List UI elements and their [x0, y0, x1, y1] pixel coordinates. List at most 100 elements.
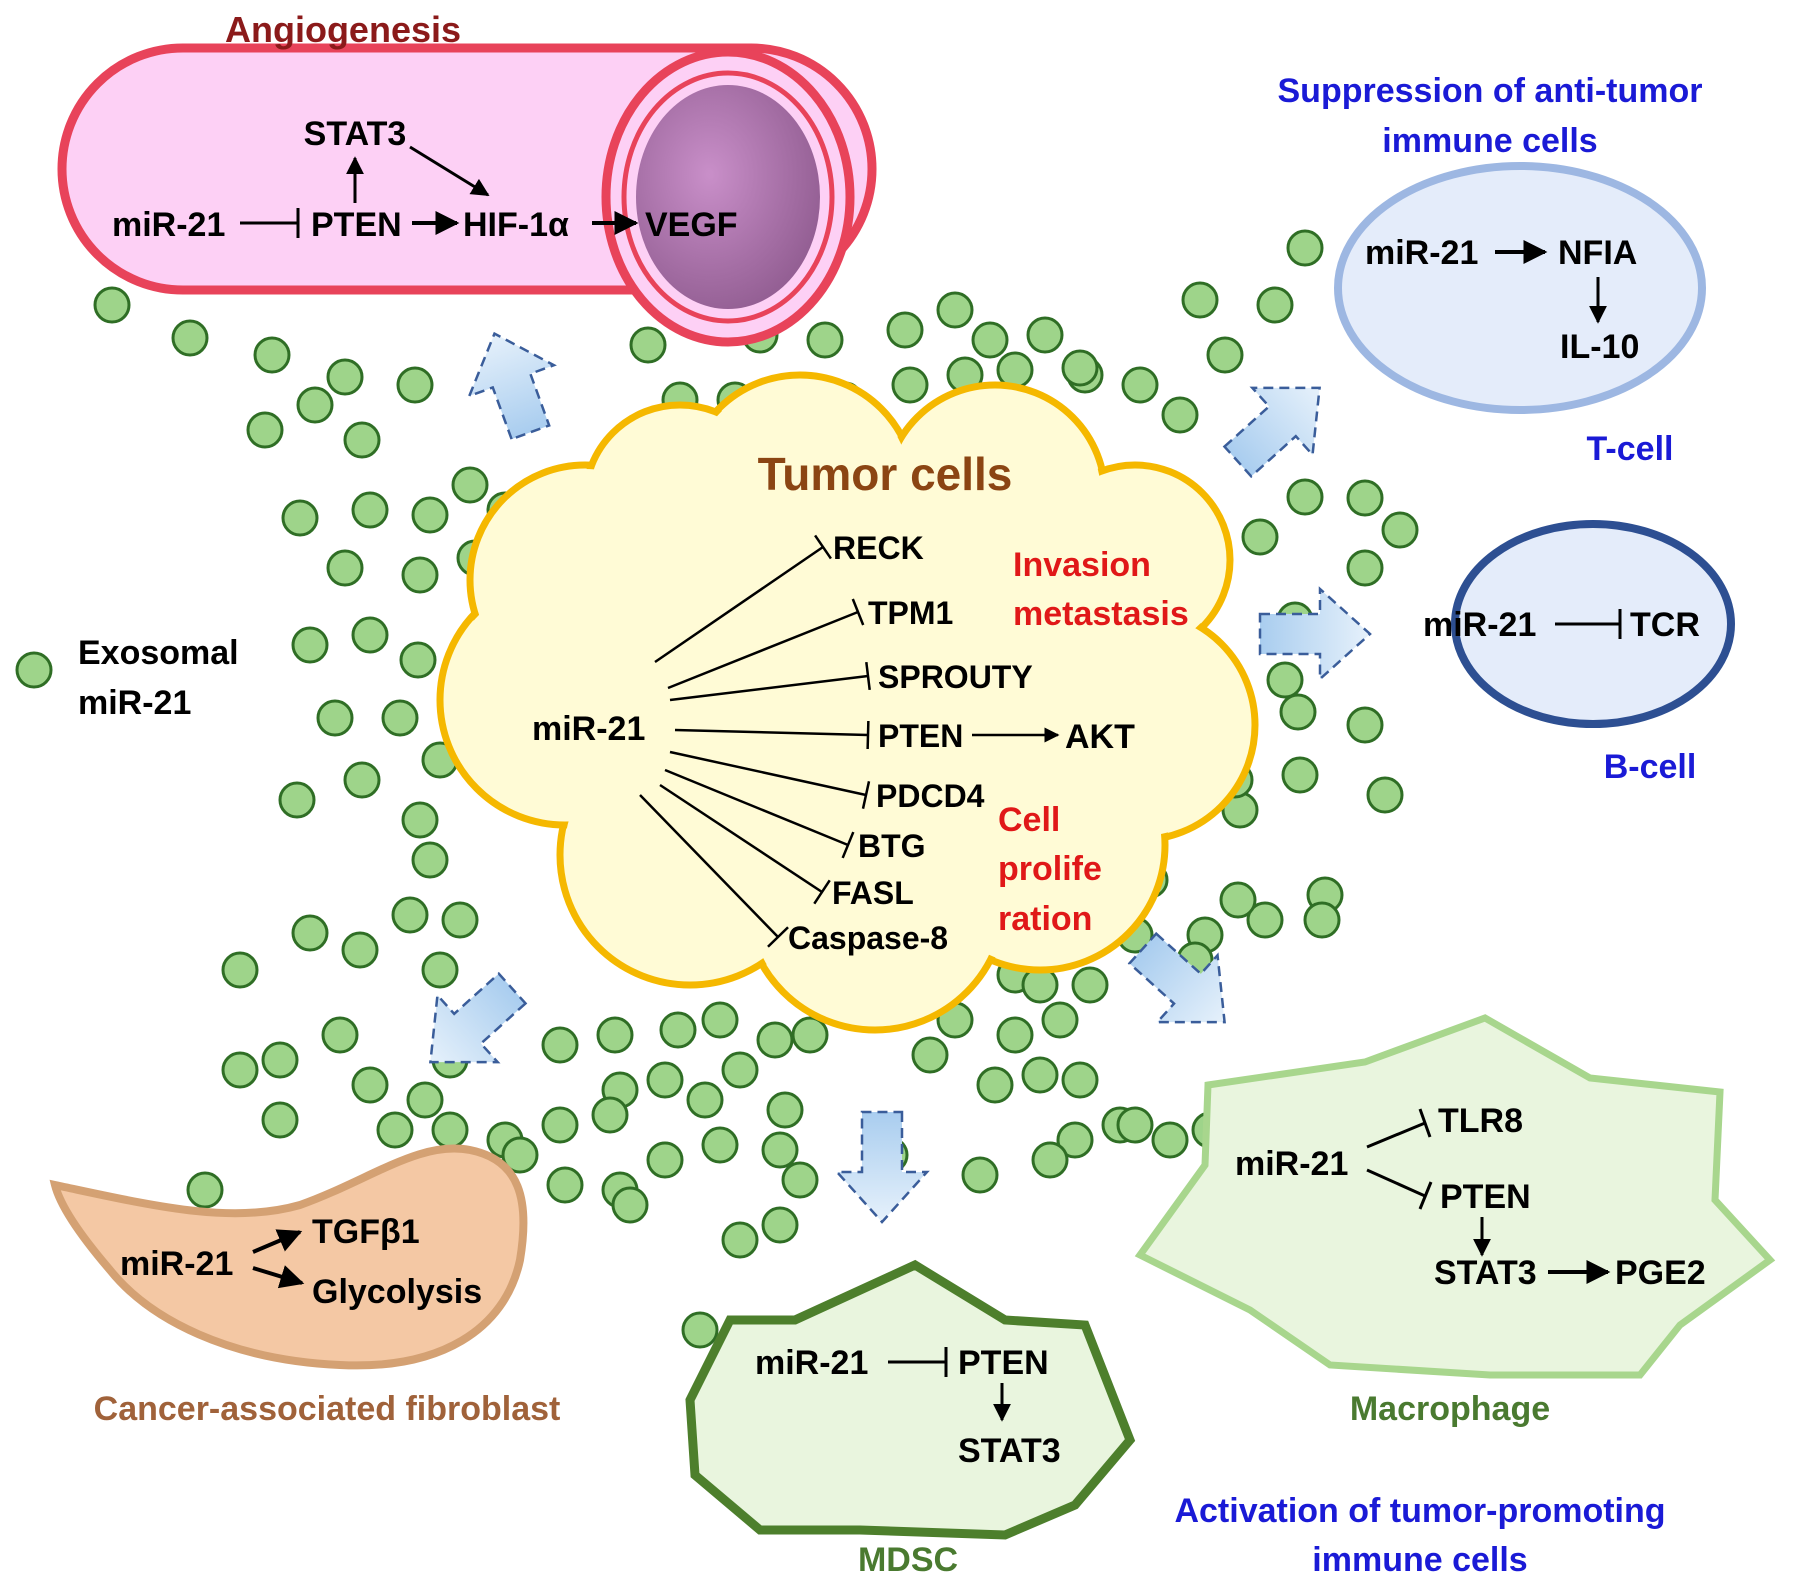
exosome-dot [1161, 396, 1199, 434]
exosome-dot [1056, 1121, 1094, 1159]
exosome-dot [396, 366, 434, 404]
exosome-dot [171, 319, 209, 357]
mdsc-mir21: miR-21 [755, 1344, 868, 1382]
exosome-dot [1246, 901, 1284, 939]
angio-vegf: VEGF [645, 206, 738, 244]
exosome-dot [1071, 966, 1109, 1004]
exosome-dot [1256, 286, 1294, 324]
invasion-line1: Invasion [1013, 546, 1151, 584]
b-cell-label: B-cell [1604, 748, 1697, 786]
exosome-dot [1286, 478, 1324, 516]
exosome-dot [646, 1141, 684, 1179]
inhibition-bar-btg [841, 831, 855, 859]
exosome-dot [1346, 479, 1384, 517]
exosome-dot [351, 1066, 389, 1104]
exosome-dot [381, 699, 419, 737]
inhibition-line-sprouty [669, 674, 869, 702]
exosome-dot [351, 616, 389, 654]
exosome-dot [976, 1066, 1014, 1104]
tumor-cell-cloud [436, 371, 1259, 1034]
exosome-dot [1021, 1056, 1059, 1094]
exosome-dot [1266, 661, 1304, 699]
exosome-dot [451, 466, 489, 504]
bcell-tcr: TCR [1630, 606, 1700, 644]
exosome-dot [961, 1156, 999, 1194]
exosome-dot [761, 1206, 799, 1244]
macro-mir21: miR-21 [1235, 1145, 1348, 1183]
exosome-dot [781, 1161, 819, 1199]
legend-line2: miR-21 [78, 684, 191, 722]
inhibition-bar-sprouty [865, 661, 871, 691]
exosome-dot [541, 1106, 579, 1144]
caf-mir21: miR-21 [120, 1245, 233, 1283]
inhibition-bar-reck [814, 534, 832, 560]
exosome-dot [766, 1091, 804, 1129]
exosome-dot [1303, 901, 1341, 939]
inhibition-bar-caspase-8 [767, 926, 789, 948]
exosome-dot [701, 1126, 739, 1164]
activation-heading-line2: immune cells [1312, 1541, 1527, 1579]
macro-tlr8: TLR8 [1438, 1102, 1523, 1140]
exosome-dot [341, 931, 379, 969]
exosome-dot [399, 641, 437, 679]
exosome-dot [1121, 366, 1159, 404]
exosome-dot [376, 1111, 414, 1149]
mdsc-shape [685, 1259, 1136, 1540]
exosome-dot [291, 626, 329, 664]
exosome-dot [1026, 316, 1064, 354]
exosome-dot [1041, 1001, 1079, 1039]
mdsc-stat3: STAT3 [958, 1432, 1061, 1470]
exosome-dot [321, 1016, 359, 1054]
exosome-dot [721, 1221, 759, 1259]
exosome-dot [886, 311, 924, 349]
inhibition-line-fasl [659, 783, 823, 894]
prolif-line2: prolife [998, 850, 1102, 888]
tcell-il10: IL-10 [1560, 328, 1639, 366]
exosome-dot [343, 421, 381, 459]
exosome-dot [326, 358, 364, 396]
tumor-target-tpm1: TPM1 [868, 595, 953, 631]
exosome-dot [406, 1081, 444, 1119]
angio-mir21: miR-21 [112, 206, 225, 244]
mdsc-label: MDSC [858, 1541, 958, 1579]
caf-tgfb1: TGFβ1 [312, 1213, 420, 1251]
inhibition-line-btg [664, 768, 849, 847]
activation-heading-line1: Activation of tumor-promoting [1174, 1492, 1665, 1530]
inhibition-line-pten [674, 728, 869, 737]
macro-pge2: PGE2 [1615, 1254, 1706, 1292]
inhibition-bar-fasl [813, 879, 831, 905]
exosome-dot [646, 1061, 684, 1099]
inhibition-line-caspase-8 [639, 794, 779, 938]
exosome-dot [681, 1311, 719, 1349]
exosome-dot [326, 549, 364, 587]
exosome-dot [1346, 706, 1384, 744]
exosome-dot [186, 1171, 224, 1209]
exosome-dot [541, 1026, 579, 1064]
exosome-dot [936, 291, 974, 329]
exosome-dot [1116, 1106, 1154, 1144]
exosome-dot [1206, 336, 1244, 374]
caf-label: Cancer-associated fibroblast [94, 1390, 561, 1428]
exosome-dot [261, 1041, 299, 1079]
bcell-mir21: miR-21 [1423, 606, 1536, 644]
exosome-dot [761, 1131, 799, 1169]
tumor-target-btg: BTG [858, 828, 926, 864]
exosome-dot [721, 1051, 759, 1089]
exosome-dot [1031, 1141, 1069, 1179]
exosome-legend-dot [15, 651, 53, 689]
exosome-dot [316, 699, 354, 737]
prolif-line3: ration [998, 900, 1092, 938]
t-cell-label: T-cell [1587, 430, 1674, 468]
exosome-dot [629, 326, 667, 364]
exosome-dot [281, 499, 319, 537]
exosome-dot [1151, 1121, 1189, 1159]
inhibition-line-pdcd4 [669, 750, 867, 797]
exosome-dot [401, 556, 439, 594]
tumor-target-sprouty: SPROUTY [878, 659, 1033, 695]
tumor-target-pdcd4: PDCD4 [876, 778, 985, 814]
exosome-dot [1281, 756, 1319, 794]
exosome-dot [1061, 349, 1099, 387]
exosome-dots [93, 229, 1419, 1349]
angio-stat3: STAT3 [304, 115, 407, 153]
